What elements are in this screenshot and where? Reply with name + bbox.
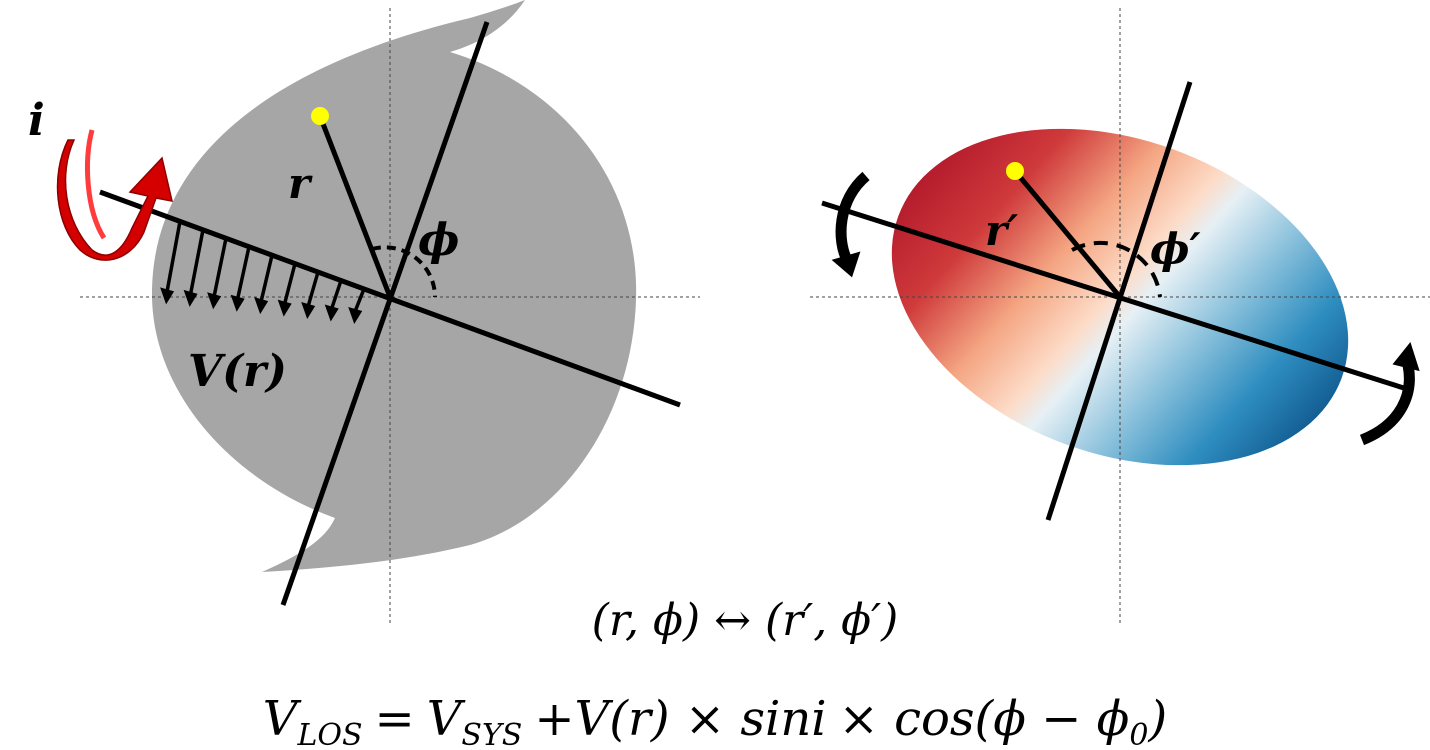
velocity-arrow-shaft xyxy=(188,229,205,295)
velocity-label: V(r) xyxy=(188,346,287,397)
velocity-arrow-head xyxy=(324,304,339,322)
velocity-arrow-head xyxy=(301,302,316,320)
inclination-label: i xyxy=(28,95,45,146)
right-panel: r′ ϕ′ xyxy=(810,8,1430,625)
coordinate-mapping: (r, ϕ) ↔ (r′, ϕ′) xyxy=(592,595,899,646)
velocity-arrow-head xyxy=(277,299,292,317)
azimuth-arc xyxy=(371,245,437,298)
velocity-arrow-shaft xyxy=(259,254,274,302)
velocity-arrow-shaft xyxy=(235,246,251,300)
left-panel: i r ϕ V(r) xyxy=(28,0,700,625)
velocity-arrow-head xyxy=(207,292,222,310)
velocity-arrow-head xyxy=(254,297,269,315)
velocity-arrow-shaft xyxy=(353,288,366,312)
radius-line-prime xyxy=(1013,169,1122,299)
radius-line xyxy=(317,115,393,298)
velocity-arrow-shaft xyxy=(212,237,228,297)
rotation-arrow-left xyxy=(831,171,870,278)
velocity-arrow-shaft xyxy=(282,263,297,305)
velocity-arrow-head xyxy=(160,287,175,305)
velocity-arrow-shaft xyxy=(165,221,182,292)
velocity-arrow-head xyxy=(230,294,245,312)
radius-prime-label: r′ xyxy=(985,206,1018,255)
azimuth-arc-prime xyxy=(1071,240,1162,298)
rotation-arrow-right xyxy=(1359,342,1420,446)
major-axis-prime xyxy=(821,200,1411,393)
velocity-arrow-shaft xyxy=(306,271,320,307)
inclination-arrow xyxy=(56,129,173,261)
velocity-arrow-head xyxy=(348,306,363,324)
azimuth-prime-label: ϕ′ xyxy=(1150,224,1201,273)
velocity-arrows xyxy=(160,221,366,324)
position-marker-prime xyxy=(1006,162,1024,180)
velocity-arrow-shaft xyxy=(330,279,343,310)
radius-label: r xyxy=(288,159,313,208)
los-velocity-equation: VLOS=VSYS+V(r) × sini× cos(ϕ − ϕ0) xyxy=(263,691,1167,750)
position-marker xyxy=(311,107,329,125)
velocity-arrow-head xyxy=(183,289,198,307)
azimuth-label: ϕ xyxy=(418,215,459,266)
minor-axis xyxy=(280,21,490,606)
minor-axis-prime xyxy=(1045,81,1193,521)
